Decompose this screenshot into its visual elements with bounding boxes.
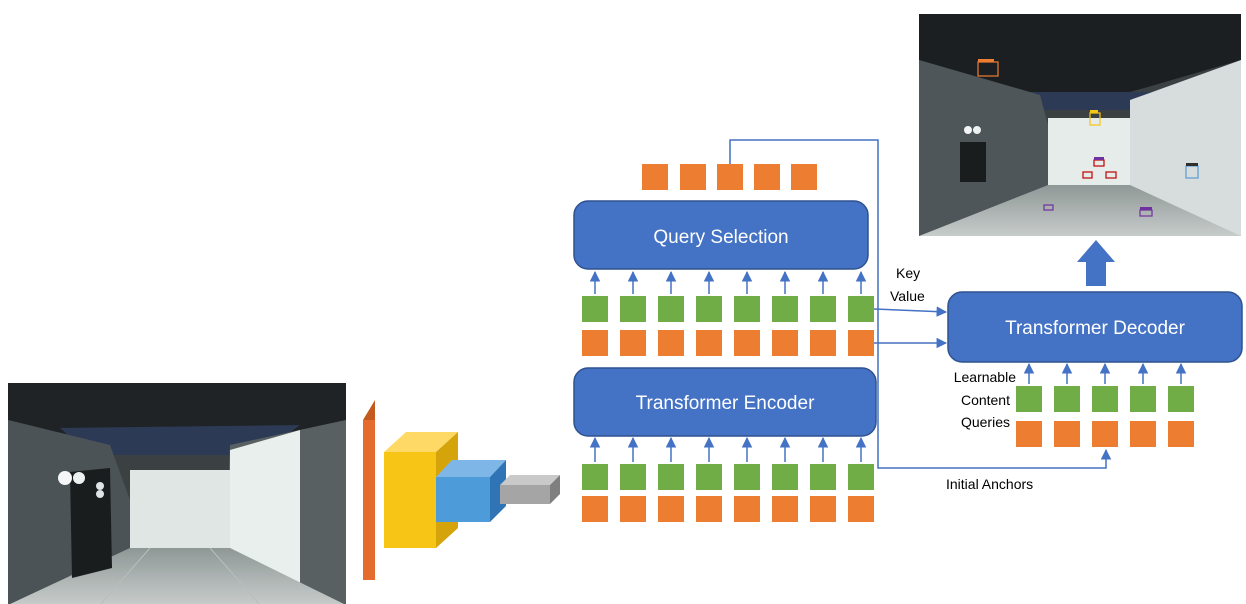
selected-query-tokens	[642, 164, 817, 190]
encoder-output-tokens	[582, 270, 874, 356]
output-detection-image	[919, 14, 1241, 236]
initial-anchors-connector	[729, 139, 1112, 469]
encoder-output-orange-row	[582, 330, 874, 356]
transformer-decoder-label: Transformer Decoder	[1005, 318, 1186, 339]
encoder-input-green-row	[582, 464, 874, 490]
query-selection-label: Query Selection	[653, 227, 788, 248]
value-label: Value	[890, 288, 925, 304]
encoder-input-orange-row	[582, 496, 874, 522]
learnable-content-queries-row	[1016, 386, 1194, 412]
anchor-queries-row	[1016, 421, 1194, 447]
transformer-encoder-label: Transformer Encoder	[636, 393, 815, 414]
input-image	[8, 383, 346, 604]
content-label: Content	[961, 392, 1010, 408]
key-label: Key	[896, 265, 920, 281]
detection-tags	[978, 59, 1198, 210]
encoder-output-green-row	[582, 296, 874, 322]
decoder-query-tokens	[1016, 362, 1194, 447]
learnable-label: Learnable	[954, 369, 1016, 385]
transformer-encoder-block: Transformer Encoder	[573, 367, 877, 437]
queries-label: Queries	[961, 414, 1010, 430]
decoder-input-arrows	[1023, 362, 1187, 384]
encoder-input-arrows	[589, 436, 867, 462]
query-selection-input-arrows	[589, 270, 867, 294]
output-arrow	[1077, 240, 1115, 286]
initial-anchors-label: Initial Anchors	[946, 476, 1033, 492]
transformer-decoder-block: Transformer Decoder	[947, 291, 1243, 363]
key-value-arrow	[873, 306, 948, 317]
query-selection-block: Query Selection	[573, 200, 869, 270]
encoder-input-tokens	[582, 436, 874, 522]
backbone-network	[363, 400, 560, 580]
